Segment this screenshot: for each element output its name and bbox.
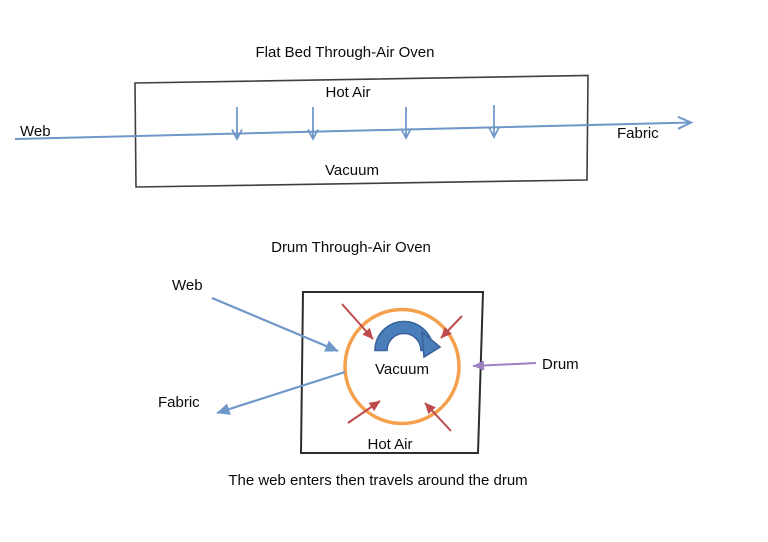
- drum-hot-air-label: Hot Air: [367, 436, 413, 453]
- hot-air-inward-arrow-ne: [440, 315, 463, 339]
- flat-bed-fabric-label: Fabric: [617, 125, 659, 142]
- web-to-fabric-line: [14, 115, 694, 140]
- flat-bed-vacuum-label: Vacuum: [325, 162, 379, 179]
- flat-bed-oven-title: Flat Bed Through-Air Oven: [255, 44, 435, 61]
- drum-pointer-arrow: [472, 360, 537, 371]
- drum-vacuum-label: Vacuum: [375, 361, 429, 378]
- hot-air-inward-arrow-sw: [347, 400, 381, 424]
- hot-air-inward-arrow-nw: [341, 303, 374, 340]
- drum-fabric-label: Fabric: [158, 394, 200, 411]
- web-entry-arrow: [211, 296, 339, 353]
- drum-drum-label: Drum: [542, 356, 579, 373]
- fabric-exit-arrow: [216, 370, 346, 415]
- flat-bed-hot-air-label: Hot Air: [325, 84, 371, 101]
- drum-web-label: Web: [172, 277, 203, 294]
- flat-bed-web-label: Web: [20, 123, 51, 140]
- rotation-arc-arrowhead: [421, 330, 442, 359]
- drum-caption: The web enters then travels around the d…: [228, 472, 528, 489]
- flat-bed-oven-outline: [134, 74, 589, 188]
- hot-air-inward-arrow-se: [424, 402, 452, 432]
- drum-oven-title: Drum Through-Air Oven: [271, 239, 431, 256]
